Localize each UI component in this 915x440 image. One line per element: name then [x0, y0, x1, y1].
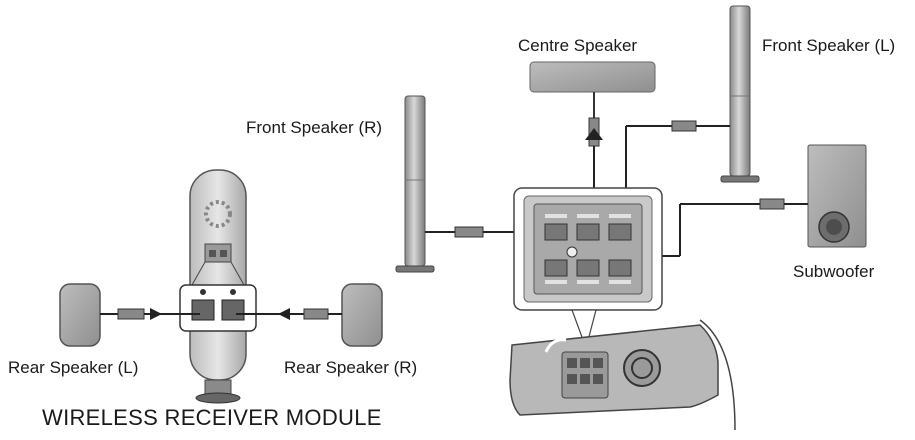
rear-speaker-right-label: Rear Speaker (R) [284, 358, 418, 377]
wireless-receiver-module-label: WIRELESS RECEIVER MODULE [42, 405, 382, 430]
centre-speaker [529, 61, 656, 228]
subwoofer-label: Subwoofer [793, 262, 875, 281]
rear-speaker-left-label: Rear Speaker (L) [8, 358, 139, 377]
front-speaker-left [625, 5, 760, 228]
front-speaker-right-label: Front Speaker (R) [246, 118, 383, 137]
subwoofer [612, 144, 867, 257]
wireless-receiver-module [179, 169, 257, 404]
centre-speaker-label: Centre Speaker [518, 36, 638, 55]
front-speaker-right [395, 95, 552, 273]
main-unit [509, 319, 736, 431]
main-unit-terminal-panel [513, 187, 663, 350]
rear-speaker-right [236, 283, 383, 347]
rear-speaker-left [59, 283, 200, 347]
front-speaker-left-label: Front Speaker (L) [762, 36, 896, 55]
